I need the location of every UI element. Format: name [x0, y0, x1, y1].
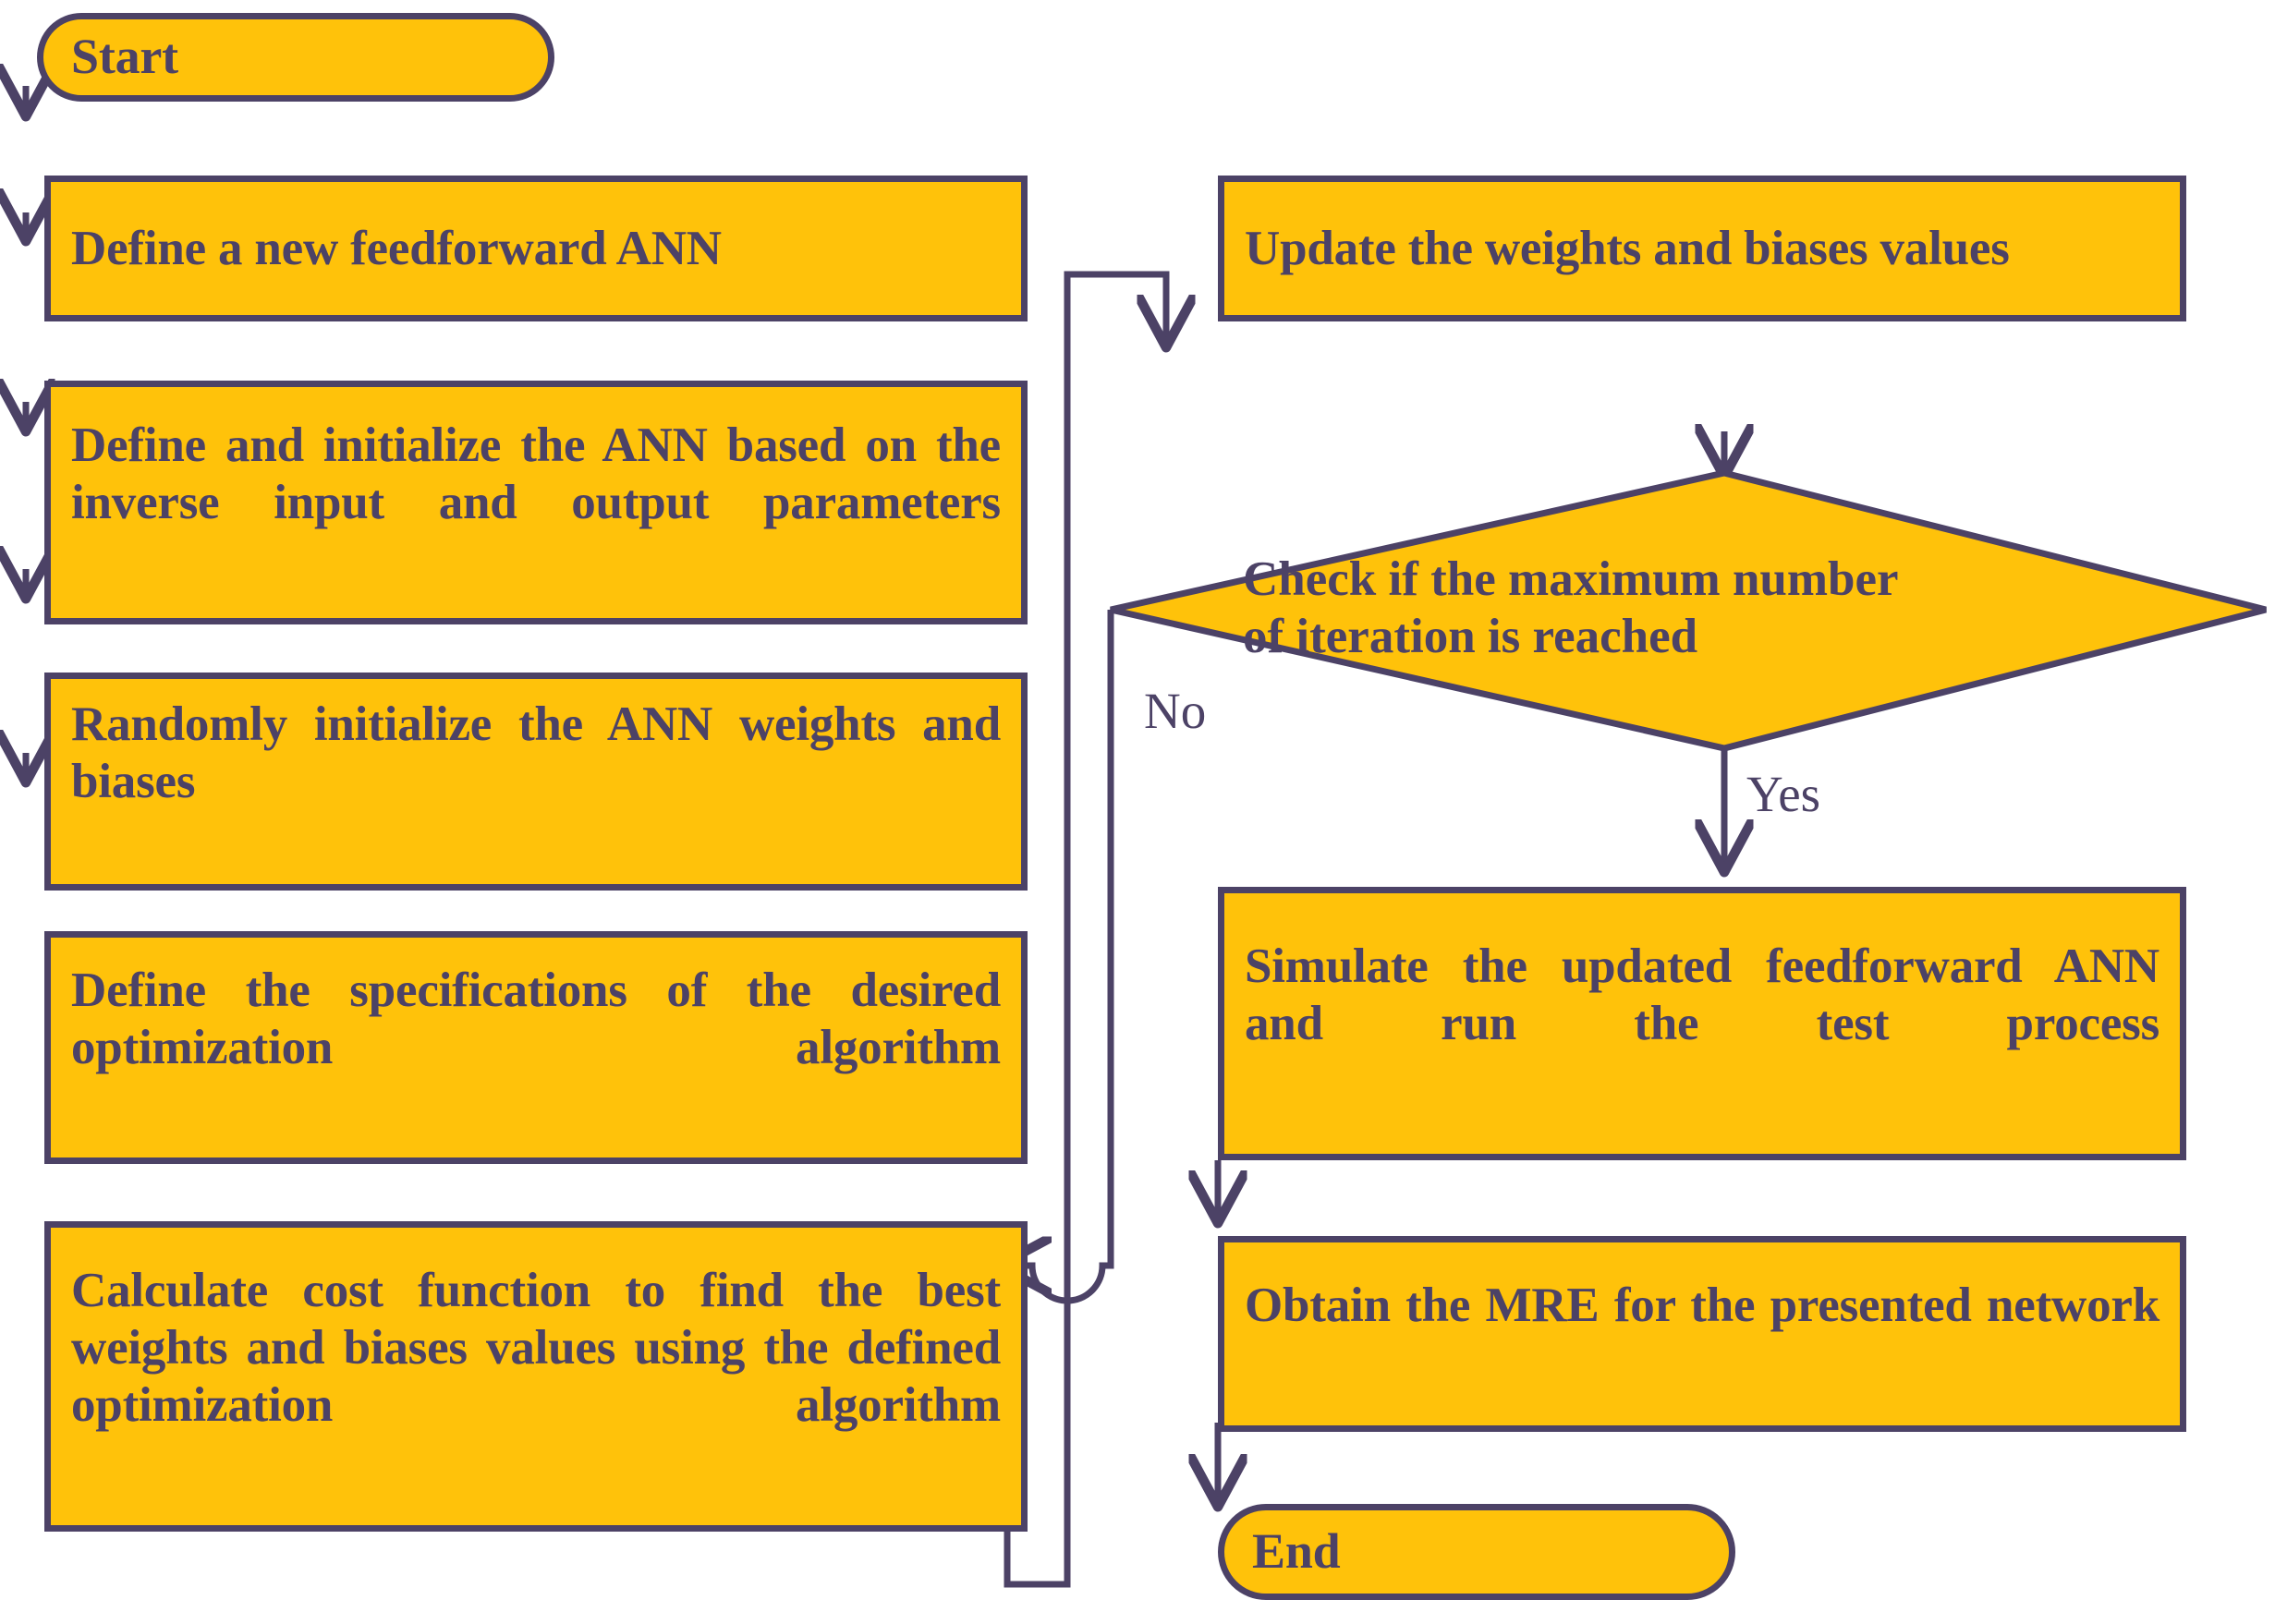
- node-check-iteration-label-line1: Check if the maximum number: [1243, 552, 1899, 606]
- node-obtain-mre-label: Obtain the MRE for the presented network: [1245, 1279, 2159, 1332]
- node-define-specs-label: Define the specifications of the desired…: [71, 963, 1001, 1074]
- node-calculate-cost-label: Calculate cost function to find the best…: [71, 1264, 1001, 1432]
- node-define-initialize-label: Define and initialize the ANN based on t…: [71, 418, 1001, 529]
- node-define-ann[interactable]: Define a new feedforward ANN: [44, 176, 1028, 321]
- node-simulate-label: Simulate the updated feedforward ANN and…: [1245, 939, 2159, 1050]
- node-check-iteration-label-line2: of iteration is reached: [1243, 610, 1698, 663]
- node-obtain-mre[interactable]: Obtain the MRE for the presented network: [1218, 1236, 2186, 1432]
- node-end[interactable]: End: [1218, 1504, 1735, 1600]
- node-update-weights-label: Update the weights and biases values: [1245, 222, 2010, 275]
- node-define-initialize[interactable]: Define and initialize the ANN based on t…: [44, 381, 1028, 624]
- node-define-specs[interactable]: Define the specifications of the desired…: [44, 931, 1028, 1164]
- node-simulate[interactable]: Simulate the updated feedforward ANN and…: [1218, 887, 2186, 1160]
- node-end-label: End: [1252, 1523, 1341, 1580]
- node-define-ann-label: Define a new feedforward ANN: [71, 222, 722, 275]
- edge-label-yes: Yes: [1746, 766, 1821, 822]
- node-start[interactable]: Start: [37, 13, 554, 102]
- edge-label-no: No: [1144, 683, 1207, 739]
- node-check-iteration[interactable]: Check if the maximum number of iteration…: [1243, 552, 2222, 673]
- node-random-init-label: Randomly initialize the ANN weights and …: [71, 697, 1001, 808]
- edge-calculate-cost-loop-to-update: [1004, 271, 1166, 1588]
- node-calculate-cost[interactable]: Calculate cost function to find the best…: [44, 1221, 1028, 1532]
- node-start-label: Start: [71, 29, 178, 85]
- node-random-init[interactable]: Randomly initialize the ANN weights and …: [44, 673, 1028, 891]
- node-update-weights[interactable]: Update the weights and biases values: [1218, 176, 2186, 321]
